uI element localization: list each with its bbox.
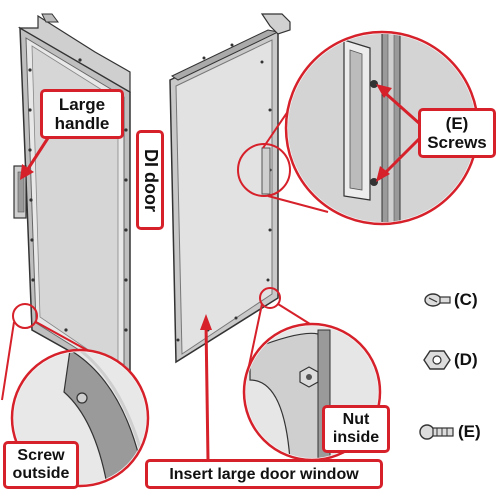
large-handle-line-2: handle — [54, 114, 110, 134]
dl-door-label: DI door — [141, 148, 161, 212]
nut-inside-line-1: Nut — [342, 411, 370, 428]
screw-outside-callout: Screw outside — [3, 441, 79, 489]
left-door — [13, 13, 131, 387]
screws-line-1: (E) — [445, 114, 469, 133]
part-label-c: (C) — [454, 290, 478, 309]
screws-detail-magnifier — [237, 30, 480, 226]
part-label-d: (D) — [454, 350, 478, 369]
part-label-e: (E) — [458, 422, 481, 441]
screw-outside-line-2: outside — [12, 464, 70, 482]
hex-nut-icon — [423, 350, 451, 370]
nut-inside-line-2: inside — [332, 428, 380, 446]
dl-door-callout: DI door — [136, 130, 164, 230]
large-handle-line-1: Large — [58, 95, 106, 114]
insert-window-callout: Insert large door window — [145, 459, 383, 489]
nut-inside-callout: Nut inside — [322, 405, 390, 453]
screws-line-2: Screws — [427, 133, 487, 153]
window-panel — [169, 13, 291, 364]
screws-callout: (E) Screws — [418, 108, 496, 158]
round-head-screw-icon — [424, 293, 451, 307]
large-handle-callout: Large handle — [40, 89, 124, 139]
screw-outside-line-1: Screw — [17, 447, 65, 464]
insert-window-label: Insert large door window — [169, 466, 359, 483]
long-screw-icon — [419, 424, 454, 440]
callout-arrows — [20, 84, 422, 461]
